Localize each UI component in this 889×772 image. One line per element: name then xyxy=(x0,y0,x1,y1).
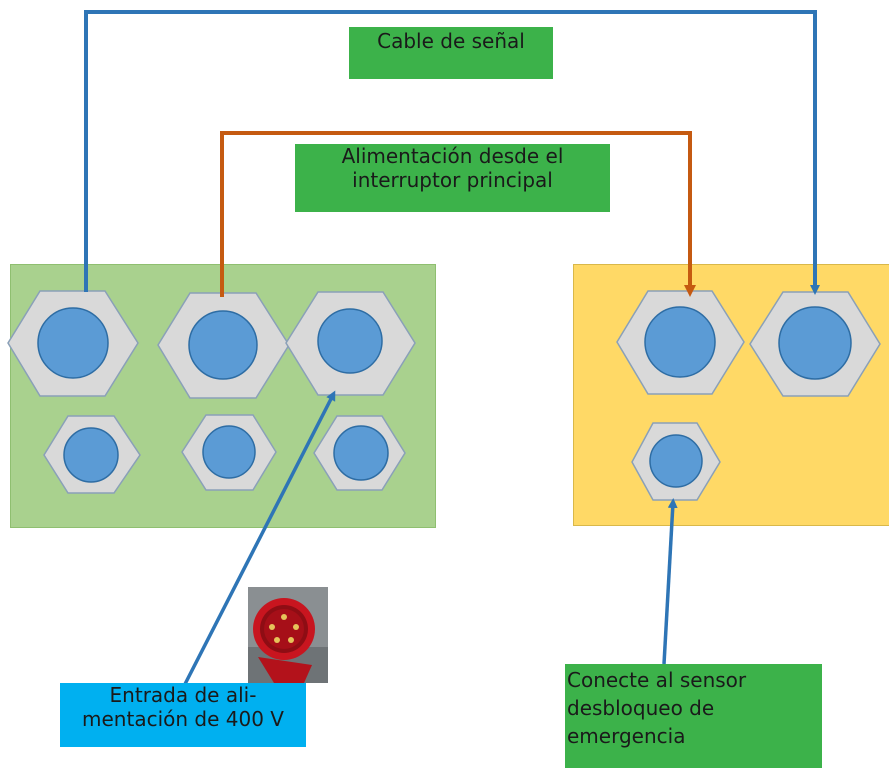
sensor-text-line3: emergencia xyxy=(567,724,686,748)
sensor-text-line2: desbloqueo de xyxy=(567,696,715,720)
signal-cable-label: Cable de señal xyxy=(349,27,553,79)
power-feed-text-line2: interruptor principal xyxy=(352,168,553,192)
power-input-label: Entrada de ali- mentación de 400 V xyxy=(60,683,306,747)
sensor-text-line1: Conecte al sensor xyxy=(567,668,747,692)
sensor-label: Conecte al sensor desbloqueo de emergenc… xyxy=(565,664,822,768)
signal-cable-text: Cable de señal xyxy=(377,29,525,53)
sensor-box xyxy=(573,264,889,526)
power-feed-text-line1: Alimentación desde el xyxy=(341,144,564,168)
sensor-pointer xyxy=(662,498,678,665)
main-control-box xyxy=(10,264,436,528)
power-feed-label: Alimentación desde el interruptor princi… xyxy=(295,144,610,212)
red-plug-icon xyxy=(248,587,328,683)
power-input-text-line2: mentación de 400 V xyxy=(82,707,284,731)
power-input-text-line1: Entrada de ali- xyxy=(109,683,257,707)
